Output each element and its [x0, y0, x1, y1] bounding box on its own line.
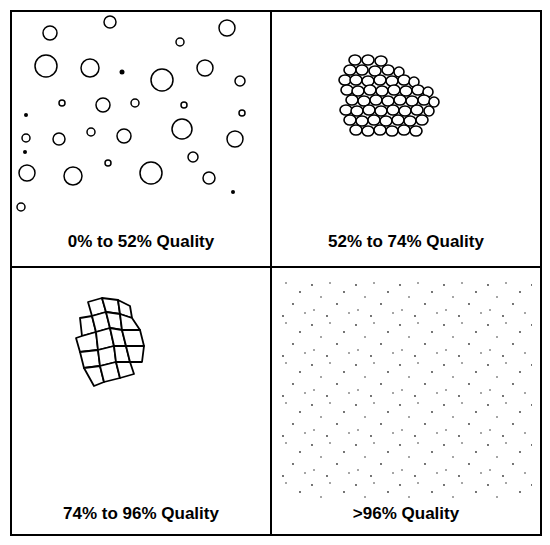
- quality-panel: 52% to 74% Quality: [270, 10, 542, 268]
- label-row: >96% Quality: [272, 504, 540, 524]
- quality-label: 0% to 52% Quality: [66, 232, 216, 251]
- quality-panel: >96% Quality: [270, 266, 542, 536]
- mist-dots: [282, 278, 532, 498]
- droplets: [23, 70, 235, 195]
- quality-panel: 74% to 96% Quality: [10, 266, 272, 536]
- label-row: 52% to 74% Quality: [272, 232, 540, 252]
- bubbles: [17, 16, 245, 211]
- quality-panel: 0% to 52% Quality: [10, 10, 272, 268]
- quality-label: >96% Quality: [351, 504, 461, 523]
- label-row: 0% to 52% Quality: [12, 232, 270, 252]
- foam-cells: [76, 298, 144, 386]
- quality-label: 74% to 96% Quality: [61, 504, 221, 523]
- bubble-cluster: [339, 55, 439, 136]
- label-row: 74% to 96% Quality: [12, 504, 270, 524]
- quality-label: 52% to 74% Quality: [326, 232, 486, 251]
